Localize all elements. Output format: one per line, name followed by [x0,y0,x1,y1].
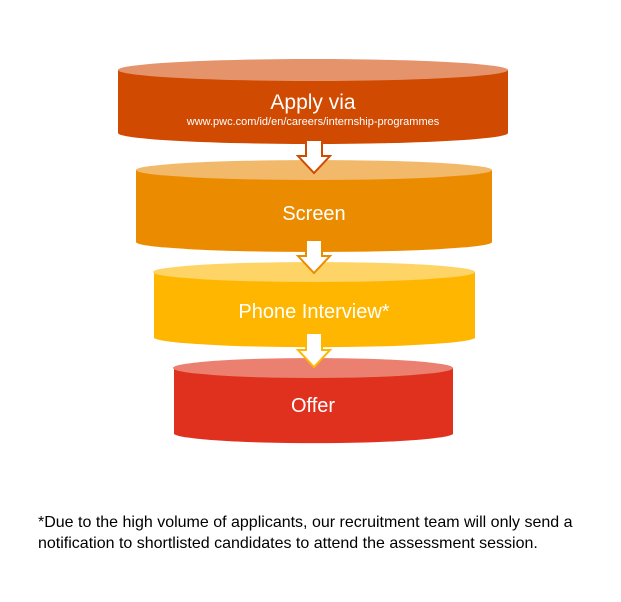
footnote: *Due to the high volume of applicants, o… [38,514,573,552]
stage-phone-interview-title: Phone Interview* [238,301,389,323]
stage-screen-title: Screen [282,203,345,225]
stage-apply-title: Apply via [270,91,356,114]
stage-apply: Apply via www.pwc.com/id/en/careers/inte… [118,59,508,144]
stage-offer: Offer [173,358,453,444]
arrow-down-icon [295,332,333,369]
stage-apply-url: www.pwc.com/id/en/careers/internship-pro… [186,116,440,128]
arrow-down-icon [295,239,333,275]
stage-offer-title: Offer [291,395,335,417]
arrow-down-icon [295,139,333,175]
